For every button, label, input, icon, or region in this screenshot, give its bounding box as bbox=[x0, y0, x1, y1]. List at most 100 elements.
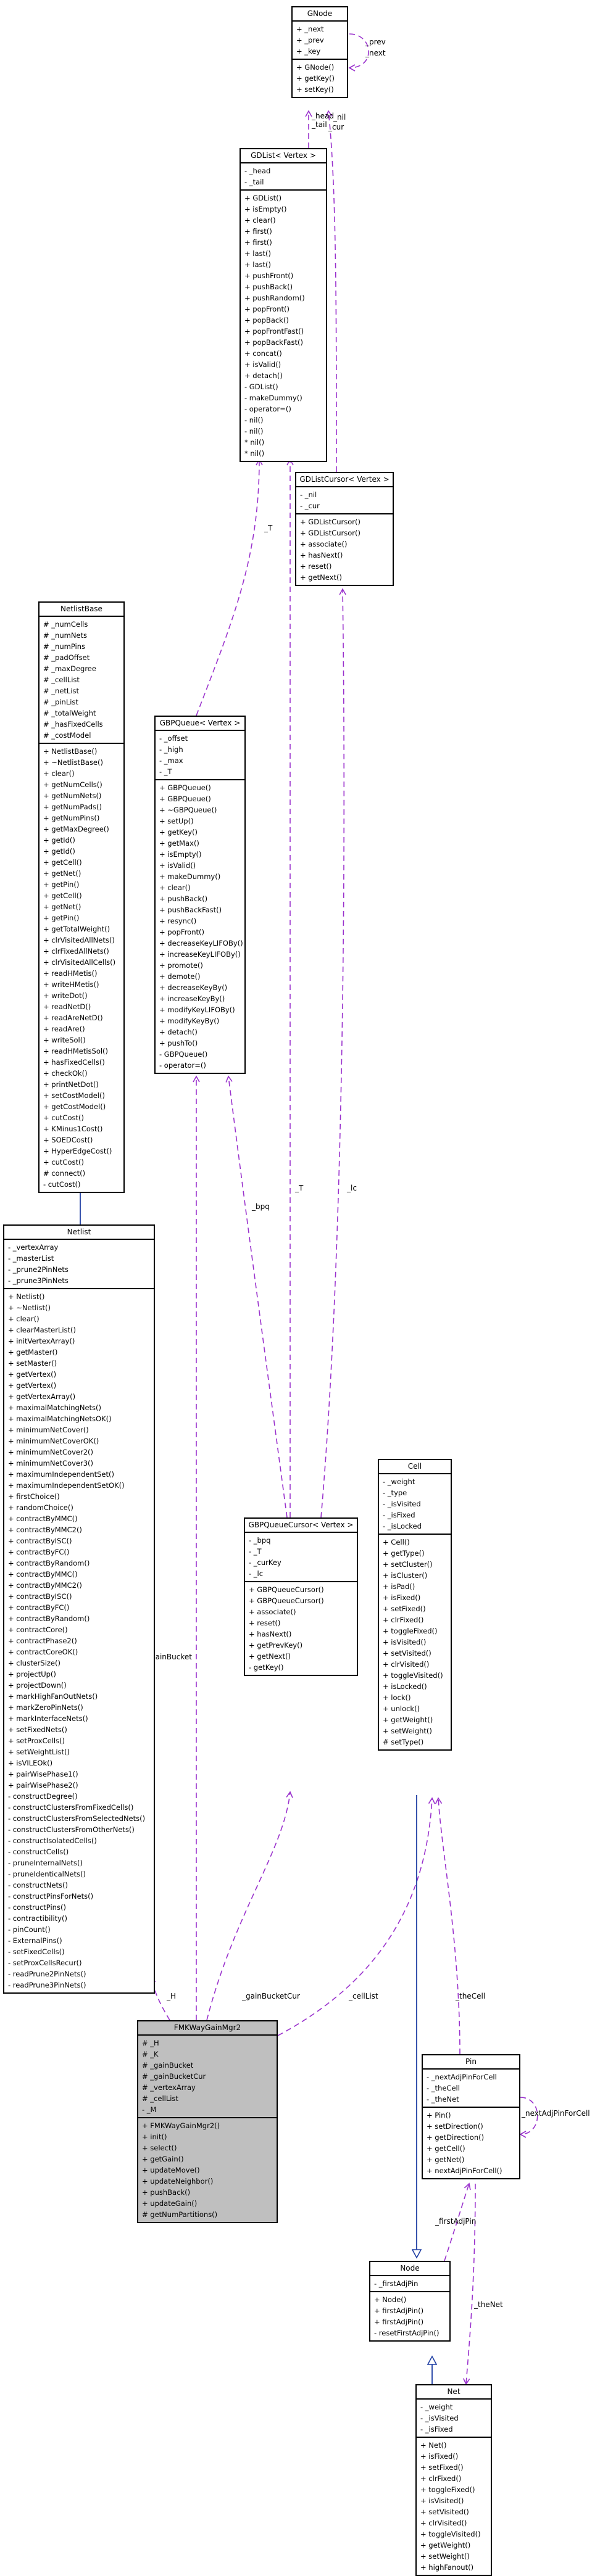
class-operation: - GDList() bbox=[244, 382, 278, 391]
class-gdlist[interactable]: GDList< Vertex >- _head- _tail+ GDList()… bbox=[240, 148, 327, 462]
class-operation: + GDListCursor() bbox=[300, 518, 360, 526]
class-operation: + checkOk() bbox=[43, 1069, 88, 1078]
class-operation: + pushTo() bbox=[159, 1039, 198, 1047]
class-attribute: - _type bbox=[383, 1488, 407, 1497]
edge-fmk-netlist bbox=[149, 1976, 170, 2021]
class-operation: - constructClustersFromSelectedNets() bbox=[8, 1814, 146, 1823]
class-operation: + getNumCells() bbox=[43, 780, 102, 789]
class-attribute: - _max bbox=[159, 756, 183, 765]
class-operation: + contractByFC() bbox=[8, 1603, 70, 1612]
class-operation: + GNode() bbox=[296, 63, 335, 72]
class-operation: + writeSol() bbox=[43, 1036, 86, 1044]
netlist-attributes: - _vertexArray- _masterList- _prune2PinN… bbox=[4, 1240, 154, 1289]
class-operation: + highFanout() bbox=[420, 2563, 474, 2572]
class-operation: + GBPQueueCursor() bbox=[249, 1596, 324, 1605]
class-attribute: # _H bbox=[142, 2039, 159, 2047]
class-operation: + setCluster() bbox=[383, 1560, 433, 1569]
class-operation: + getNumNets() bbox=[43, 791, 102, 800]
class-operation: + Pin() bbox=[427, 2111, 451, 2120]
class-gbpqueue[interactable]: GBPQueue< Vertex >- _offset- _high- _max… bbox=[154, 716, 246, 1074]
class-operation: + nextAdjPinForCell() bbox=[427, 2166, 502, 2175]
class-operation: + popBack() bbox=[244, 316, 289, 324]
class-attribute: - _vertexArray bbox=[8, 1243, 59, 1252]
edge-fmk-gbpqcursor bbox=[206, 1791, 293, 2021]
class-operation: + Node() bbox=[374, 2295, 407, 2304]
class-operation: + promote() bbox=[159, 961, 203, 970]
gnode-title: GNode bbox=[293, 7, 347, 22]
class-operation: - constructCells() bbox=[8, 1847, 69, 1856]
class-attribute: # _hasFixedCells bbox=[43, 720, 103, 729]
class-operation: + cutCost() bbox=[43, 1113, 84, 1122]
class-pin[interactable]: Pin- _nextAdjPinForCell- _theCell- _theN… bbox=[422, 2054, 520, 2179]
class-operation: + contractByMMC() bbox=[8, 1514, 78, 1523]
class-operation: + setFixedNets() bbox=[8, 1725, 67, 1734]
class-attribute: - _isVisited bbox=[383, 1500, 421, 1508]
class-operation: + firstAdjPin() bbox=[374, 2318, 424, 2326]
class-gnode[interactable]: GNode+ _next+ _prev+ _key+ GNode()+ getK… bbox=[291, 6, 348, 98]
class-operation: - ExternalPins() bbox=[8, 1936, 62, 1945]
class-operation: + increaseKeyBy() bbox=[159, 994, 225, 1003]
class-operation: + last() bbox=[244, 260, 272, 269]
edge-label-gainbucketcur: _gainBucketCur bbox=[241, 1992, 300, 2000]
class-gdlistcursor[interactable]: GDListCursor< Vertex >- _nil- _cur+ GDLi… bbox=[295, 472, 394, 586]
class-operation: + isVisited() bbox=[420, 2496, 464, 2505]
class-net[interactable]: Net- _weight- _isVisited- _isFixed+ Net(… bbox=[415, 2384, 492, 2576]
class-attribute: # _gainBucket bbox=[142, 2061, 194, 2070]
class-operation: + isValid() bbox=[244, 360, 281, 369]
class-operation: + demote() bbox=[159, 972, 201, 981]
class-operation: + first() bbox=[244, 238, 272, 247]
edge-gbpqcursor-gdlistcursor bbox=[320, 588, 346, 1518]
edge-label-t1: _T bbox=[264, 524, 273, 532]
class-attribute: # _cellList bbox=[43, 675, 80, 684]
class-attribute: - _theNet bbox=[427, 2095, 459, 2103]
class-attribute: - _isVisited bbox=[420, 2414, 459, 2422]
class-operation: + pushBackFast() bbox=[159, 906, 222, 914]
class-attribute: - _bpq bbox=[249, 1536, 271, 1545]
class-operation: + initVertexArray() bbox=[8, 1337, 75, 1345]
fmkwaygainmgr2-attributes: # _H# _K# _gainBucket# _gainBucketCur# _… bbox=[138, 2036, 277, 2118]
pin-attributes: - _nextAdjPinForCell- _theCell- _theNet bbox=[423, 2070, 519, 2108]
class-operation: + getCell() bbox=[427, 2144, 465, 2153]
class-operation: + clear() bbox=[43, 769, 75, 778]
class-operation: - readPrune3PinNets() bbox=[8, 1981, 86, 1989]
class-operation: + readNetD() bbox=[43, 1002, 91, 1011]
class-operation: + isFixed() bbox=[420, 2452, 459, 2461]
class-operation: + Netlist() bbox=[8, 1292, 45, 1301]
class-operation: + readAreNetD() bbox=[43, 1013, 103, 1022]
class-operation: + decreaseKeyLIFOBy() bbox=[159, 939, 243, 947]
class-operation: + NetlistBase() bbox=[43, 747, 98, 756]
class-operation: + KMinus1Cost() bbox=[43, 1125, 103, 1133]
class-operation: - readPrune2PinNets() bbox=[8, 1970, 86, 1978]
class-operation: + contractPhase2() bbox=[8, 1637, 77, 1645]
class-operation: + maximalMatchingNets() bbox=[8, 1403, 102, 1412]
class-attribute: - _isFixed bbox=[420, 2425, 453, 2434]
class-netlistbase[interactable]: NetlistBase# _numCells# _numNets# _numPi… bbox=[38, 601, 125, 1193]
class-operation: + updateMove() bbox=[142, 2166, 200, 2174]
class-operation: + isValid() bbox=[159, 861, 196, 870]
class-operation: + isLocked() bbox=[383, 1682, 427, 1691]
class-gbpqueuecursor[interactable]: GBPQueueCursor< Vertex >- _bpq- _T- _cur… bbox=[244, 1517, 358, 1676]
class-operation: + writeDot() bbox=[43, 991, 88, 1000]
edge-label-lc: _lc bbox=[346, 1184, 357, 1192]
class-operation: + Net() bbox=[420, 2441, 447, 2450]
class-netlist[interactable]: Netlist- _vertexArray- _masterList- _pru… bbox=[3, 1224, 155, 1994]
class-operation: + detach() bbox=[159, 1028, 198, 1036]
class-cell[interactable]: Cell- _weight- _type- _isVisited- _isFix… bbox=[378, 1459, 452, 1751]
class-node[interactable]: Node- _firstAdjPin+ Node()+ firstAdjPin(… bbox=[369, 2261, 451, 2342]
class-operation: + detach() bbox=[244, 371, 283, 380]
class-operation: + getWeight() bbox=[420, 2541, 471, 2549]
class-operation: + readAre() bbox=[43, 1025, 85, 1033]
class-fmkwaygainmgr2[interactable]: FMKWayGainMgr2# _H# _K# _gainBucket# _ga… bbox=[137, 2020, 278, 2223]
edge-gbpqcursor-gbpqueue bbox=[225, 1075, 288, 1518]
class-operation: + getNet() bbox=[43, 869, 81, 878]
fmkwaygainmgr2-title: FMKWayGainMgr2 bbox=[138, 2021, 277, 2036]
class-operation: + maximumIndependentSetOK() bbox=[8, 1481, 125, 1490]
class-operation: + clrVisitedAllNets() bbox=[43, 936, 115, 944]
class-operation: - makeDummy() bbox=[244, 394, 302, 402]
node-attributes: - _firstAdjPin bbox=[370, 2276, 449, 2292]
class-operation: + first() bbox=[244, 227, 272, 236]
edge-label-bpq: _bpq bbox=[251, 1202, 270, 1211]
class-operation: + contractCore() bbox=[8, 1625, 68, 1634]
class-operation: + minimumNetCover3() bbox=[8, 1459, 94, 1468]
class-operation: + getId() bbox=[43, 847, 75, 856]
